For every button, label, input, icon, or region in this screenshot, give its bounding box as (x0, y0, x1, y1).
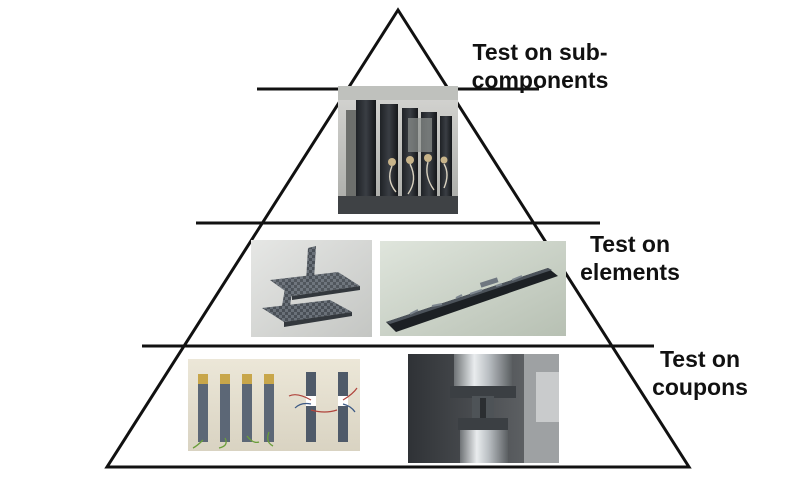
photo-coupon-specimens (188, 359, 360, 451)
tier-label-sub-components: Test on sub- components (454, 38, 626, 94)
photo-subcomponent-test-rig (338, 86, 458, 214)
tier-label-line: Test on (589, 231, 671, 257)
tier-label-elements: Test on elements (568, 230, 692, 286)
tier-label-coupons: Test on coupons (630, 345, 770, 401)
photo-tensile-grips (408, 354, 559, 463)
tier-label-line: elements (580, 259, 680, 285)
photo-composite-panel-element (380, 241, 566, 336)
tier-label-line: Test on sub- (472, 39, 608, 65)
photo-composite-angle-elements (251, 240, 372, 337)
tier-label-line: Test on (659, 346, 741, 372)
tier-label-line: coupons (652, 374, 748, 400)
pyramid-outline (104, 7, 692, 469)
tier-label-line: components (471, 67, 609, 93)
